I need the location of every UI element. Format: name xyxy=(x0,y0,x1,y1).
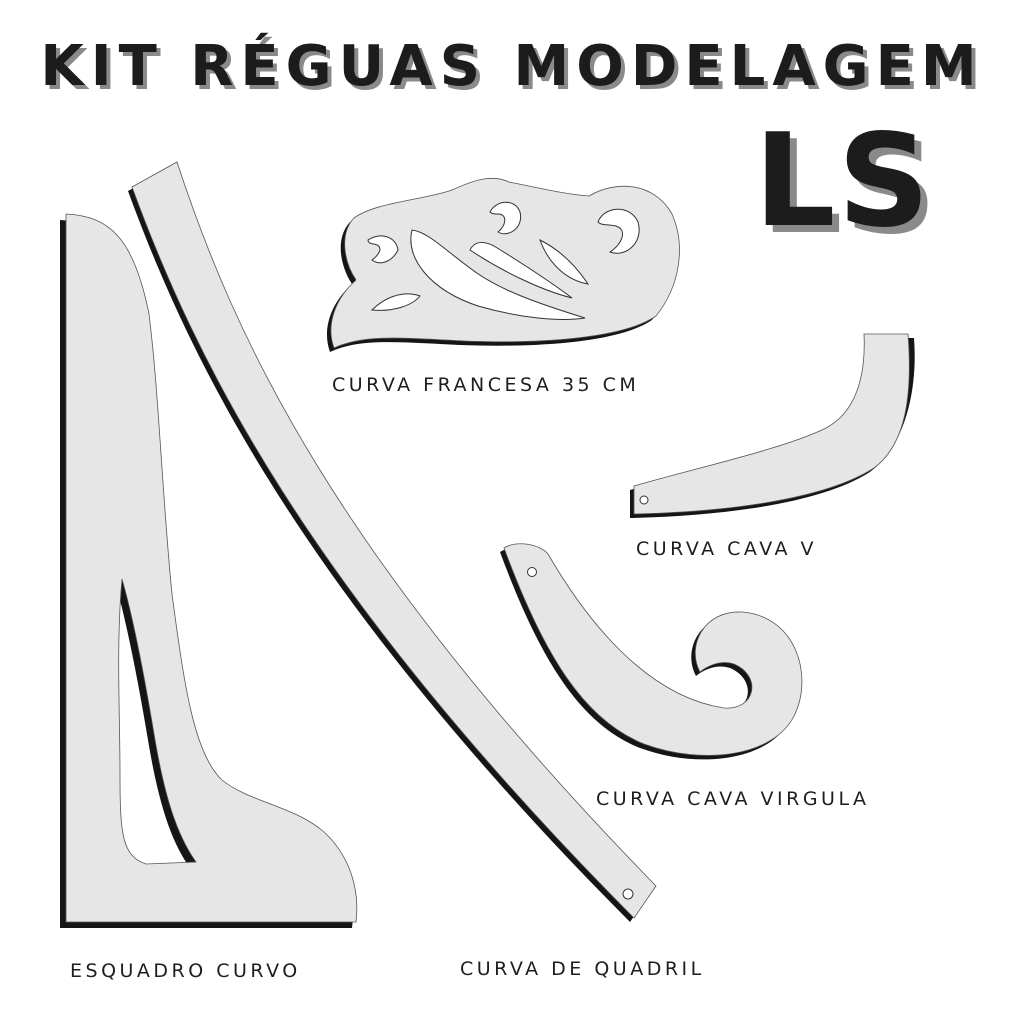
brand-logo: LS xyxy=(754,107,932,256)
curva-cava-virgula-ruler xyxy=(500,543,803,760)
hang-hole xyxy=(527,567,537,577)
curva-de-quadril-ruler xyxy=(128,161,657,922)
esquadro-curvo-label: ESQUADRO CURVO xyxy=(70,960,301,982)
curva-cava-virgula-label: CURVA CAVA VIRGULA xyxy=(596,788,870,810)
curva-francesa-label: CURVA FRANCESA 35 CM xyxy=(332,374,640,396)
curva-cava-v-ruler xyxy=(630,333,915,518)
hang-hole xyxy=(622,888,634,900)
curva-de-quadril-label: CURVA DE QUADRIL xyxy=(460,958,705,980)
curva-cava-v-label: CURVA CAVA V xyxy=(636,538,818,560)
esquadro-curvo-ruler xyxy=(60,213,358,928)
curva-francesa-ruler xyxy=(326,177,680,352)
hang-hole xyxy=(639,495,649,505)
page-title: KIT RÉGUAS MODELAGEM xyxy=(40,34,984,99)
